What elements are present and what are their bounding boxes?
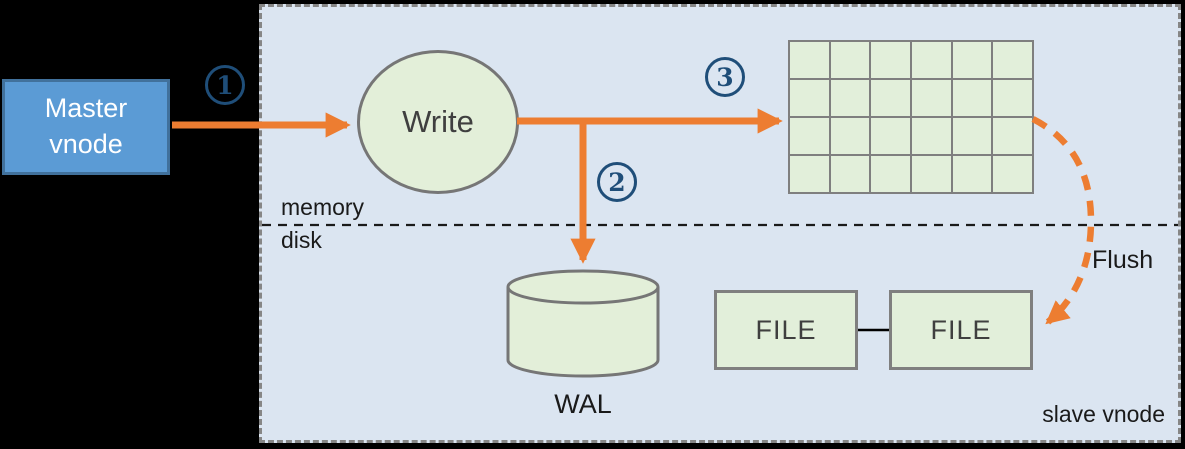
- memtable-cell: [790, 118, 829, 154]
- step-badge-3: 3: [705, 57, 745, 97]
- memtable-cell: [952, 118, 992, 154]
- master-vnode-label-line1: Master: [44, 93, 128, 124]
- file-box-2: FILE: [889, 290, 1033, 370]
- memtable-cell: [871, 80, 910, 116]
- memtable-cell: [790, 42, 829, 78]
- memtable-cell: [830, 156, 870, 192]
- memtable-cell: [830, 118, 870, 154]
- flush-label: Flush: [1092, 246, 1154, 274]
- memtable-cell: [952, 156, 992, 192]
- wal-label: WAL: [554, 389, 612, 419]
- file-box-2-label: FILE: [930, 314, 992, 345]
- memtable-cell: [912, 156, 951, 192]
- file-box-1-label: FILE: [755, 314, 817, 345]
- memtable-cell: [871, 156, 910, 192]
- write-node: Write: [357, 50, 519, 194]
- master-vnode-label-line2: vnode: [49, 129, 123, 159]
- step-badge-2: 2: [597, 162, 637, 202]
- memtable-cell: [790, 80, 829, 116]
- master-vnode-box: Master vnode: [2, 79, 170, 175]
- disk-label: disk: [281, 227, 322, 253]
- memtable-cell: [912, 42, 951, 78]
- memory-label: memory: [281, 194, 365, 220]
- memtable-cell: [871, 42, 910, 78]
- memtable-cell: [912, 80, 951, 116]
- memtable-cell: [993, 80, 1032, 116]
- memtable-cell: [790, 156, 829, 192]
- memtable-cell: [993, 118, 1032, 154]
- memtable-grid: [788, 40, 1034, 194]
- file-box-1: FILE: [714, 290, 858, 370]
- write-node-label: Write: [402, 104, 474, 139]
- memtable-cell: [912, 118, 951, 154]
- slave-vnode-label: slave vnode: [1042, 401, 1165, 427]
- memtable-cell: [871, 118, 910, 154]
- step-badge-1: 1: [205, 65, 245, 105]
- memtable-cell: [993, 42, 1032, 78]
- memtable-cell: [952, 42, 992, 78]
- memtable-cell: [993, 156, 1032, 192]
- memtable-cell: [830, 42, 870, 78]
- memtable-cell: [952, 80, 992, 116]
- memtable-cell: [830, 80, 870, 116]
